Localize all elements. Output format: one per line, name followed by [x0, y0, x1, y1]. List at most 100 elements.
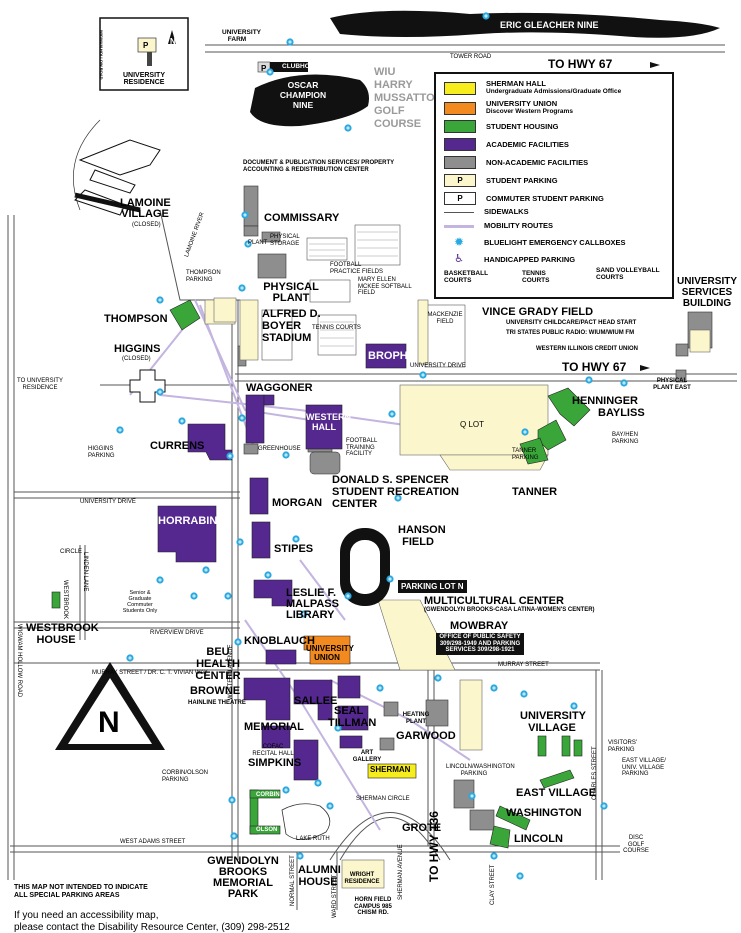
stipes-label: STIPES — [274, 543, 314, 555]
mackenzie-label: MACKENZIE FIELD — [427, 312, 463, 325]
greenhouse-label: GREENHOUSE — [258, 446, 301, 452]
legend-academic: ACADEMIC FACILITIES — [444, 138, 569, 151]
knoblauch-label: KNOBLAUCH — [244, 635, 315, 647]
radio-label: TRI STATES PUBLIC RADIO: WIUM/WIUM FM — [506, 330, 635, 336]
services-label: UNIVERSITY SERVICES BUILDING — [676, 276, 737, 309]
ev-parking-label: EAST VILLAGE/ UNIV. VILLAGE PARKING — [622, 758, 666, 777]
thompson-parking-label: THOMPSON PARKING — [186, 270, 221, 283]
univ-drive2-label: UNIVERSITY DRIVE — [80, 499, 136, 505]
washington-label: WASHINGTON — [506, 807, 582, 819]
mowbray-label: MOWBRAY — [450, 620, 509, 632]
horrabin-label: HORRABIN — [158, 515, 218, 527]
visitors-label: VISITORS' PARKING — [608, 740, 638, 753]
western-ave-label: WESTERN AVENUE — [228, 644, 234, 700]
adams-label: WEST ADAMS STREET — [120, 839, 186, 845]
wigwam-label: WIGWAM HOLLOW ROAD — [16, 624, 22, 698]
legend-union-sub: Discover Western Programs — [486, 108, 573, 115]
lamoine-label: LAMOINE VILLAGE — [120, 197, 171, 220]
multicultural-sub: (GWENDOLYN BROOKS-CASA LATINA-WOMEN'S CE… — [424, 607, 595, 613]
football-fields-label: FOOTBALL PRACTICE FIELDS — [330, 262, 384, 275]
childcare-label: UNIVERSITY CHILDCARE/PACT HEAD START — [506, 320, 637, 326]
callbox-icon: ✹ — [453, 235, 465, 249]
hainline-label: HAINLINE THEATRE — [188, 700, 246, 706]
circle-label: CIRCLE — [60, 549, 83, 555]
lincoln-parking-label: LINCOLN/WASHINGTON PARKING — [446, 764, 515, 777]
accessibility-line1: If you need an accessibility map, — [14, 910, 159, 921]
disclaimer-text: THIS MAP NOT INTENDED TO INDICATE ALL SP… — [14, 884, 148, 899]
hwy136-label: TO HWY 136 — [427, 811, 441, 882]
hwy67-top-label: TO HWY 67 — [548, 57, 613, 71]
plant-east-label: PHYSICAL PLANT EAST — [653, 378, 691, 391]
thompson-label: THOMPSON — [104, 313, 168, 325]
legend-callboxes: ✹BLUELIGHT EMERGENCY CALLBOXES — [444, 235, 626, 249]
browne-label: BROWNE — [190, 685, 241, 697]
plant-label: PLANT — [248, 240, 268, 246]
legend-sidewalks: SIDEWALKS — [444, 208, 529, 216]
legend-nonacademic: NON-ACADEMIC FACILITIES — [444, 156, 588, 169]
disc-golf-label: DISC GOLF COURSE — [623, 835, 649, 854]
wheelchair-icon: ♿ — [454, 253, 464, 265]
legend-mobility: MOBILITY ROUTES — [444, 222, 553, 230]
commissary-label: COMMISSARY — [264, 212, 340, 224]
docs-label: DOCUMENT & PUBLICATION SERVICES/ PROPERT… — [243, 160, 395, 173]
compass-north-label: N — [98, 706, 120, 739]
qlot-label: Q LOT — [460, 420, 485, 429]
univ-drive-label: UNIVERSITY DRIVE — [410, 363, 466, 369]
phys-storage-label: PHYSICAL STORAGE — [270, 234, 300, 247]
murray1-label: MURRAY STREET / DR. C. T. VIVIAN WAY — [92, 670, 208, 676]
art-gallery-label: ART GALLERY — [352, 750, 382, 763]
multicultural-label: MULTICULTURAL CENTER — [424, 595, 564, 607]
grady-label: VINCE GRADY FIELD — [482, 306, 594, 318]
univ-village-label: UNIVERSITY VILLAGE — [520, 710, 587, 734]
brophy-label: BROPHY — [368, 350, 416, 362]
simpkins-label: SIMPKINS — [248, 757, 302, 769]
inset-parking: P — [143, 41, 149, 50]
henninger-label: HENNINGER — [572, 395, 639, 407]
tillman-label: TILLMAN — [328, 717, 377, 729]
riverview-label: RIVERVIEW DRIVE — [150, 630, 204, 636]
wright-label: WRIGHT RESIDENCE — [344, 872, 380, 885]
legend-basketball: BASKETBALL COURTS — [444, 270, 488, 284]
legend-union-label: UNIVERSITY UNION — [486, 99, 558, 108]
sherman-circle-label: SHERMAN CIRCLE — [356, 796, 410, 802]
tennis-label: TENNIS COURTS — [312, 325, 361, 331]
legend-tennis: TENNIS COURTS — [522, 270, 550, 284]
horn-label: HORN FIELD CAMPUS 985 CHISM RD. — [354, 897, 392, 916]
morgan-label: MORGAN — [272, 497, 323, 509]
accessibility-line2: please contact the Disability Resource C… — [14, 922, 290, 933]
legend-sherman-label: SHERMAN HALL — [486, 79, 546, 88]
legend-sherman-sub: Undergraduate Admissions/Graduate Office — [486, 88, 622, 95]
lamoine-closed: (CLOSED) — [132, 222, 161, 228]
sherman-ave-label: SHERMAN AVENUE — [398, 844, 404, 900]
legend-sand: SAND VOLLEYBALL COURTS — [596, 267, 660, 281]
lake-ruth-label: LAKE RUTH — [296, 836, 330, 842]
oscar-champion-label: OSCAR CHAMPION NINE — [279, 80, 327, 110]
accessibility-note: If you need an accessibility map, please… — [14, 910, 290, 933]
softball-label: MARY ELLEN MCKEE SOFTBALL FIELD — [358, 277, 412, 296]
westbrook-rd-label: WESTBROOK — [62, 580, 68, 620]
malpass-label: LESLIE F. MALPASS LIBRARY — [286, 587, 339, 621]
corbin-parking-label: CORBIN/OLSON PARKING — [162, 770, 209, 783]
bayhen-label: BAY/HEN PARKING — [612, 432, 639, 445]
golf-parking: P — [261, 64, 267, 73]
memorial-label: MEMORIAL — [244, 721, 304, 733]
football-train-label: FOOTBALL TRAINING FACILITY — [346, 438, 378, 457]
waggoner-label: WAGGONER — [246, 382, 313, 394]
linden-label: LINDEN LANE — [82, 552, 88, 592]
alumni-label: ALUMNI HOUSE — [298, 864, 341, 888]
currens-label: CURRENS — [150, 440, 205, 452]
corbin-label: CORBIN — [256, 792, 280, 798]
physical-plant-label: PHYSICAL PLANT — [263, 281, 319, 304]
sallee-label: SALLEE — [294, 695, 338, 707]
tanner-parking-label: TANNER PARKING — [512, 448, 539, 461]
to-residence-label: TO UNIVERSITY RESIDENCE — [17, 378, 63, 391]
gwendolyn-label: GWENDOLYN BROOKS MEMORIAL PARK — [207, 855, 279, 900]
senior-parking-label: Senior & Graduate Commuter Students Only — [122, 590, 158, 614]
union-label: UNIVERSITY UNION — [306, 644, 355, 662]
hwy67-label: TO HWY 67 — [562, 360, 627, 374]
